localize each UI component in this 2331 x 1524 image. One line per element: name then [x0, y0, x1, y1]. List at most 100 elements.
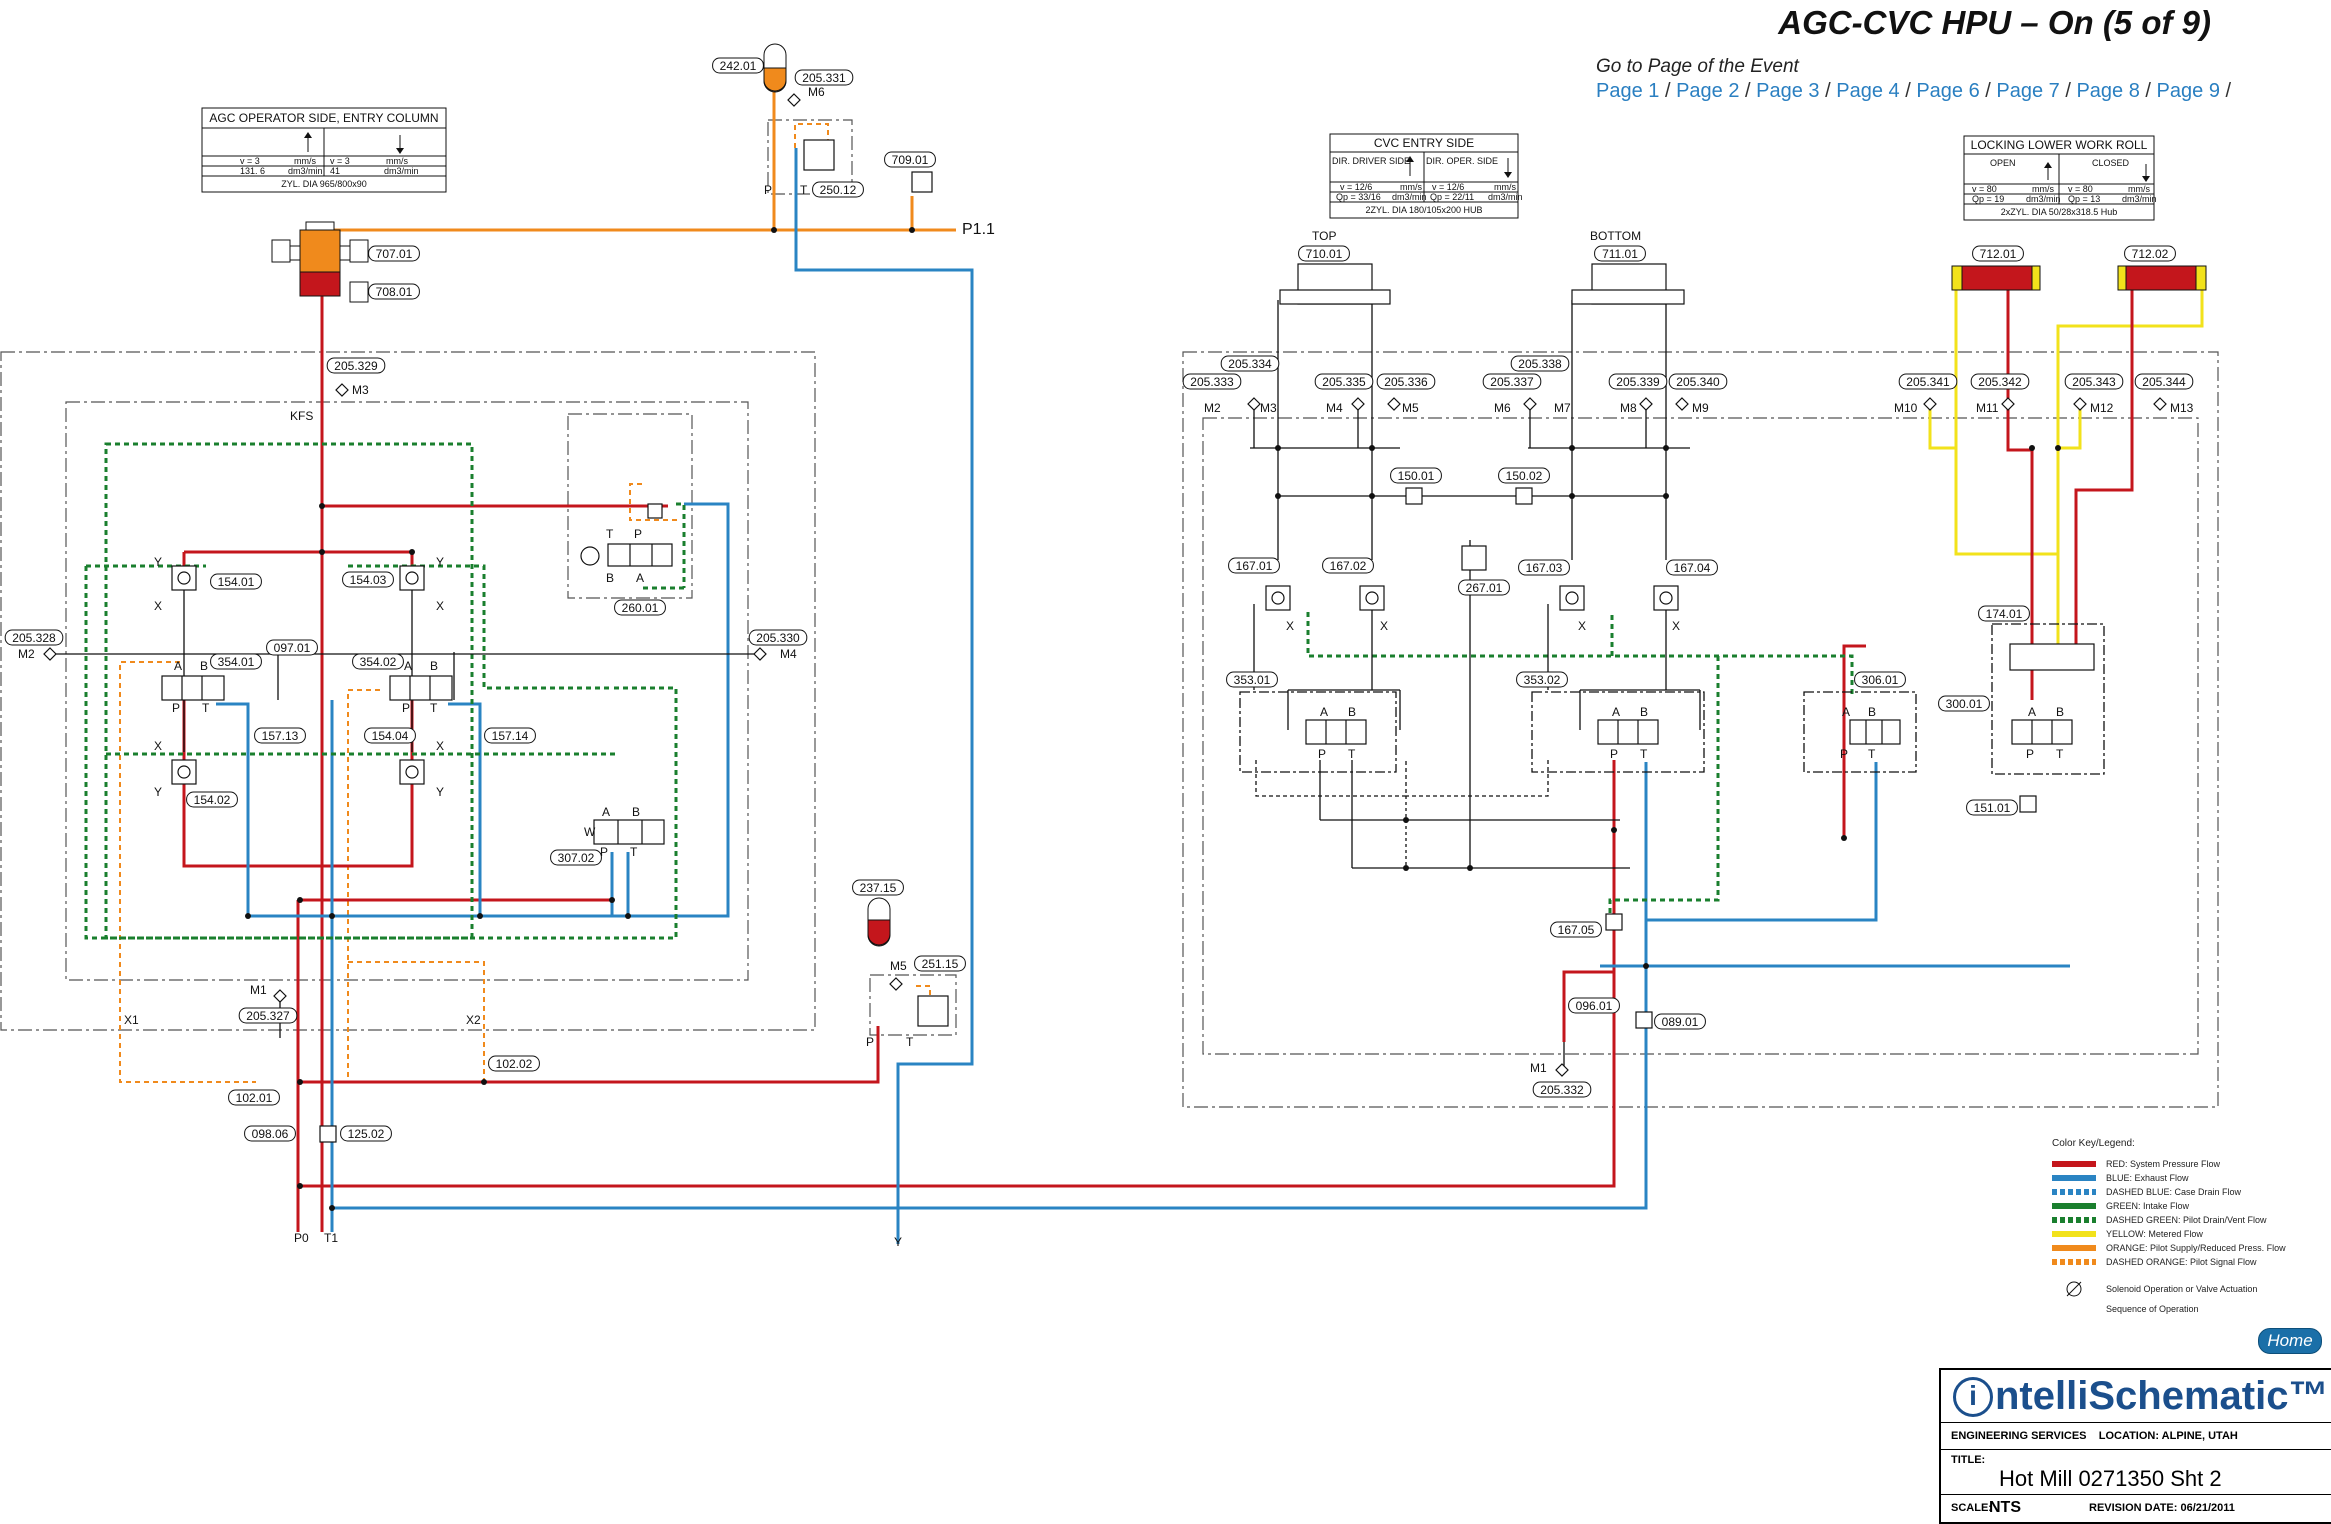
- tag-text: 251.15: [922, 957, 959, 971]
- label-p0: P0: [294, 1231, 309, 1245]
- tag-307-02: 307.02: [550, 849, 602, 866]
- tag-text: 712.01: [1980, 247, 2017, 261]
- tag-157-14: 157.14: [484, 727, 536, 744]
- tag-text: 205.343: [2072, 375, 2116, 389]
- port-p: P: [764, 183, 772, 197]
- locking-box: LOCKING LOWER WORK ROLL OPEN CLOSED v = …: [1963, 135, 2157, 221]
- tag-167-01: 167.01: [1228, 557, 1280, 574]
- legend-label: RED: System Pressure Flow: [2106, 1159, 2221, 1169]
- cvc-r2-b: dm3/min: [1392, 192, 1427, 202]
- tag-text: 154.03: [350, 573, 387, 587]
- page-link-6[interactable]: Page 6: [1916, 80, 1980, 102]
- tag-167-05: 167.05: [1550, 921, 1602, 938]
- label-m13: M13: [2170, 401, 2194, 415]
- port-t: T: [906, 1035, 914, 1049]
- tag-167-03: 167.03: [1518, 559, 1570, 576]
- port-x: X: [154, 599, 162, 613]
- label-x2: X2: [466, 1013, 481, 1027]
- tag-text: 300.01: [1946, 697, 1983, 711]
- tag-text: 167.02: [1330, 559, 1367, 573]
- tag-text: 125.02: [348, 1127, 385, 1141]
- legend-item: DASHED BLUE: Case Drain Flow: [2052, 1185, 2286, 1199]
- legend-item: GREEN: Intake Flow: [2052, 1199, 2286, 1213]
- agc-cylinder: [271, 221, 369, 303]
- port-p: P: [1318, 747, 1326, 761]
- tag-text: 205.335: [1322, 375, 1366, 389]
- legend-item: ORANGE: Pilot Supply/Reduced Press. Flow: [2052, 1241, 2286, 1255]
- port-a: A: [1320, 705, 1328, 719]
- lock-r1-c: v = 80: [2068, 184, 2093, 194]
- port-y: Y: [436, 555, 444, 569]
- legend-item: RED: System Pressure Flow: [2052, 1157, 2286, 1171]
- port-w: W: [584, 825, 596, 839]
- tag-text: 205.333: [1190, 375, 1234, 389]
- lock-r2-c: Qp = 13: [2068, 194, 2100, 204]
- tag-237-15: 237.15: [852, 879, 904, 896]
- tag-151-01: 151.01: [1966, 799, 2018, 816]
- blue-exhaust-lines: [216, 148, 2070, 1244]
- tag-text: 267.01: [1466, 581, 1503, 595]
- page-link-4[interactable]: Page 4: [1836, 80, 1900, 102]
- legend-label: ORANGE: Pilot Supply/Reduced Press. Flow: [2106, 1243, 2286, 1253]
- label-m4-right: M4: [1326, 401, 1343, 415]
- tag-text: 237.15: [860, 881, 897, 895]
- yellow-metered-lines: [1928, 280, 2204, 660]
- page-link-2[interactable]: Page 2: [1676, 80, 1740, 102]
- tag-154-02: 154.02: [186, 791, 238, 808]
- page-link-8[interactable]: Page 8: [2076, 80, 2140, 102]
- tag-353-01: 353.01: [1226, 671, 1278, 688]
- tag-306-01: 306.01: [1854, 671, 1906, 688]
- port-x: X: [1578, 619, 1586, 633]
- port-p: P: [172, 701, 180, 715]
- port-a: A: [1612, 705, 1620, 719]
- page-link-1[interactable]: Page 1: [1596, 80, 1660, 102]
- legend-label: GREEN: Intake Flow: [2106, 1201, 2190, 1211]
- tag-text: 205.340: [1676, 375, 1720, 389]
- cvc-r2-d: dm3/min: [1488, 192, 1523, 202]
- tag-text: 354.02: [360, 655, 397, 669]
- port-b: B: [2056, 705, 2064, 719]
- label-kfs: KFS: [290, 409, 313, 423]
- legend-label: YELLOW: Metered Flow: [2106, 1229, 2203, 1239]
- eng-services: ENGINEERING SERVICES: [1951, 1430, 2087, 1442]
- locking-box-title: LOCKING LOWER WORK ROLL: [1971, 138, 2148, 152]
- page-link-3[interactable]: Page 3: [1756, 80, 1820, 102]
- home-button[interactable]: Home: [2258, 1328, 2322, 1354]
- page-link-9[interactable]: Page 9: [2156, 80, 2220, 102]
- tag-text: 205.336: [1384, 375, 1428, 389]
- tag-098-06: 098.06: [244, 1125, 296, 1142]
- lock-h-b: CLOSED: [2092, 158, 2130, 168]
- tag-167-02: 167.02: [1322, 557, 1374, 574]
- legend-item: BLUE: Exhaust Flow: [2052, 1171, 2286, 1185]
- legend-label: BLUE: Exhaust Flow: [2106, 1173, 2189, 1183]
- legend-item: DASHED ORANGE: Pilot Signal Flow: [2052, 1255, 2286, 1269]
- label-m11: M11: [1976, 401, 1999, 415]
- port-t: T: [1868, 747, 1876, 761]
- legend-sequence-text: Sequence of Operation: [2106, 1304, 2199, 1314]
- tag-205-344: 205.344: [2134, 373, 2194, 390]
- port-t: T: [800, 183, 808, 197]
- legend-sequence: Sequence of Operation: [2052, 1299, 2286, 1319]
- lock-r1-b: mm/s: [2032, 184, 2054, 194]
- tag-125-02: 125.02: [340, 1125, 392, 1142]
- legend-swatch: [2052, 1231, 2096, 1237]
- frame-lines: [0, 119, 2219, 1108]
- tag-text: 098.06: [252, 1127, 289, 1141]
- label-y: Y: [894, 1235, 902, 1249]
- tag-205-340: 205.340: [1668, 373, 1728, 390]
- tag-text: 205.332: [1540, 1083, 1584, 1097]
- page-links: Page 1 / Page 2 / Page 3 / Page 4 / Page…: [1596, 80, 2232, 102]
- cvc-cylinders: [1279, 263, 1685, 305]
- color-legend: Color Key/Legend: RED: System Pressure F…: [2052, 1138, 2286, 1319]
- port-b: B: [606, 571, 614, 585]
- tag-text: 167.04: [1674, 561, 1711, 575]
- lock-h-a: OPEN: [1990, 158, 2016, 168]
- cvc-r1-a: v = 12/6: [1340, 182, 1372, 192]
- page-link-7[interactable]: Page 7: [1996, 80, 2060, 102]
- tag-text: 306.01: [1862, 673, 1899, 687]
- tag-text: 102.01: [236, 1091, 273, 1105]
- tag-267-01: 267.01: [1458, 579, 1510, 596]
- port-a: A: [602, 805, 610, 819]
- port-p: P: [634, 527, 642, 541]
- port-a: A: [1842, 705, 1850, 719]
